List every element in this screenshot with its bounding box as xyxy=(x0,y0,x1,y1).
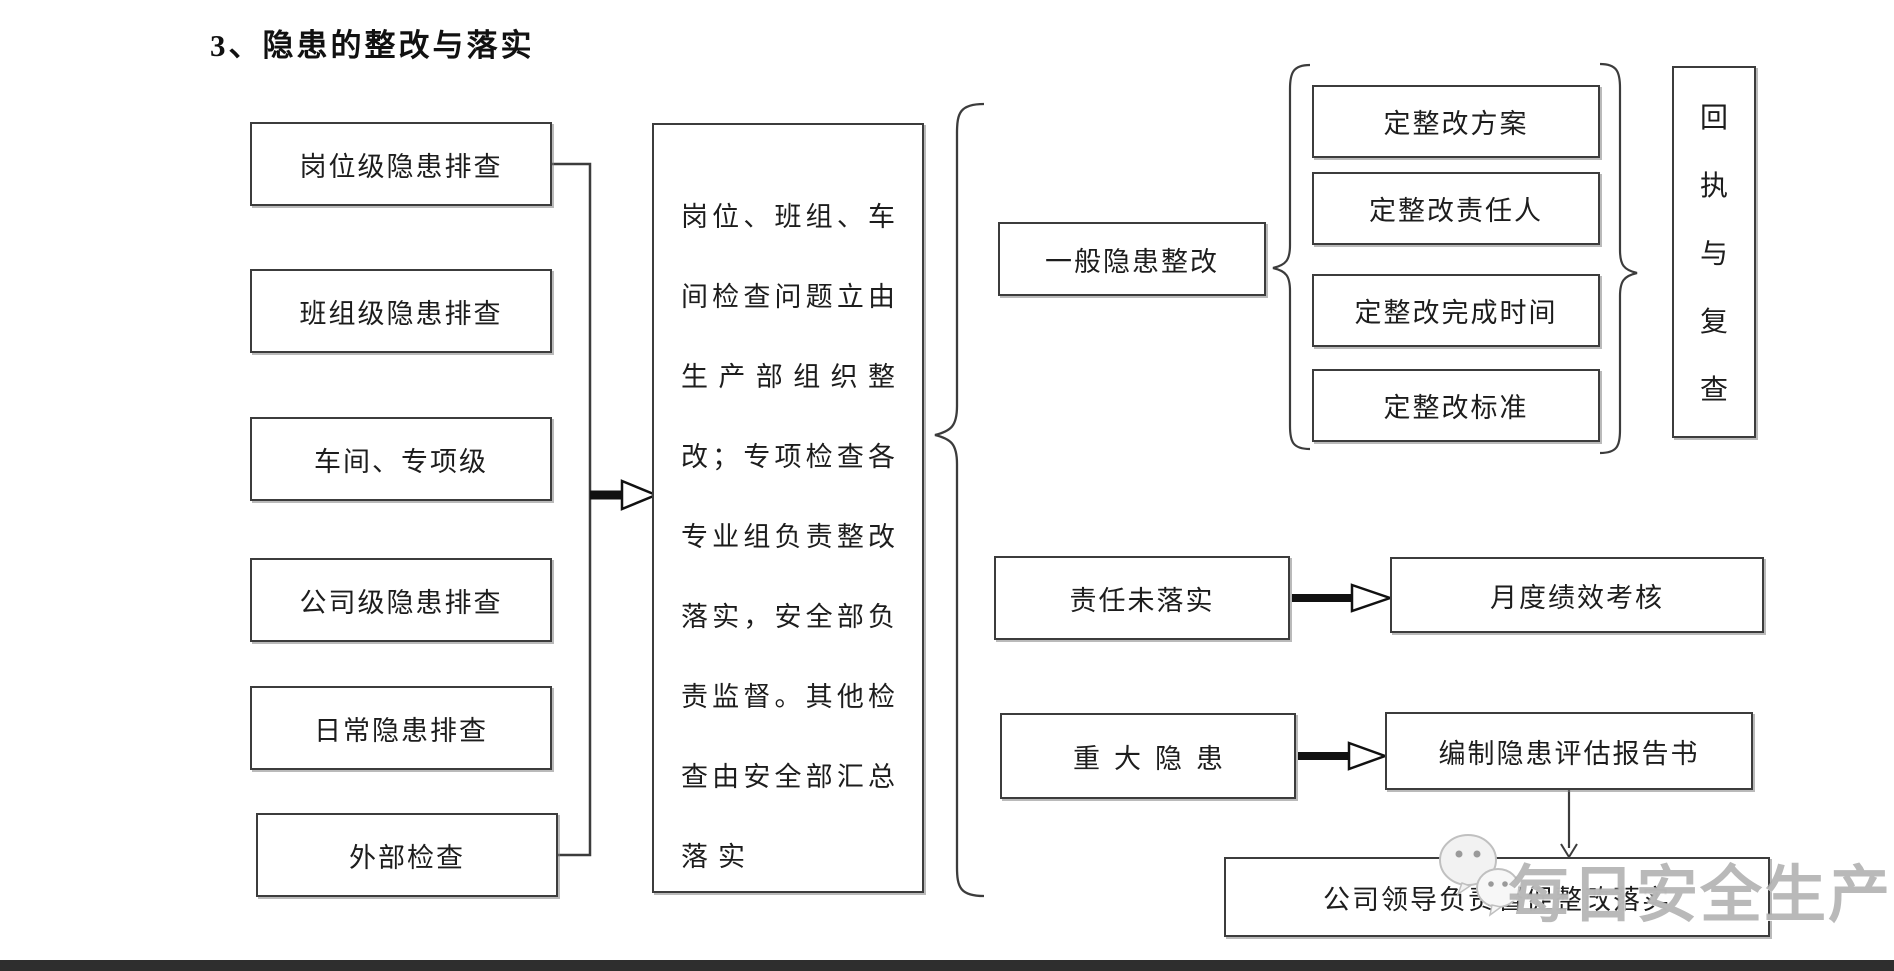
box-hazard-assessment-report-label: 编制隐患评估报告书 xyxy=(1438,738,1700,769)
box-measure-responsible-person: 定整改责任人 xyxy=(1312,172,1600,245)
box-company-level-check-label: 公司级隐患排查 xyxy=(299,587,503,618)
box-hazard-assessment-report: 编制隐患评估报告书 xyxy=(1385,712,1753,790)
bottom-bar xyxy=(0,960,1894,971)
major-arrow-head xyxy=(1347,741,1389,771)
box-general-rectification-label: 一般隐患整改 xyxy=(1045,246,1219,277)
box-measure-completion-time: 定整改完成时间 xyxy=(1312,274,1600,347)
receipt-char: 执 xyxy=(1699,171,1728,202)
box-team-level-check-label: 班组级隐患排查 xyxy=(299,298,503,329)
box-team-level-check: 班组级隐患排查 xyxy=(250,269,552,353)
measures-left-brace xyxy=(1272,63,1311,451)
box-workshop-special-check-label: 车间、专项级 xyxy=(314,446,488,477)
box-measure-responsible-person-label: 定整改责任人 xyxy=(1369,196,1543,226)
box-unfulfilled-responsibility: 责任未落实 xyxy=(994,556,1290,640)
note-line: 改；专项检查各 xyxy=(681,442,895,472)
note-line: 岗位、班组、车 xyxy=(681,202,895,232)
box-major-hazard-label: 重大隐患 xyxy=(1073,743,1237,774)
receipt-char: 复 xyxy=(1699,307,1728,338)
box-center-note: 岗位、班组、车 间检查问题立由 生产部组织整 改；专项检查各 专业组负责整改 落… xyxy=(652,123,924,893)
note-line: 生产部组织整 xyxy=(681,362,895,392)
box-daily-check-label: 日常隐患排查 xyxy=(314,715,488,746)
box-workshop-special-check: 车间、专项级 xyxy=(250,417,552,501)
note-line: 专业组负责整改 xyxy=(681,522,895,552)
note-line: 落实，安全部负 xyxy=(681,602,895,632)
box-daily-check: 日常隐患排查 xyxy=(250,686,552,770)
box-measure-plan-label: 定整改方案 xyxy=(1383,109,1529,139)
receipt-char: 与 xyxy=(1699,239,1728,270)
receipt-char: 回 xyxy=(1699,103,1728,134)
big-brace xyxy=(934,102,985,898)
box-measure-standard: 定整改标准 xyxy=(1312,369,1600,442)
box-monthly-performance-assessment-label: 月度绩效考核 xyxy=(1490,582,1664,613)
receipt-char: 查 xyxy=(1699,375,1728,406)
box-measure-completion-time-label: 定整改完成时间 xyxy=(1354,298,1558,328)
note-line: 查由安全部汇总 xyxy=(681,762,895,792)
box-measure-plan: 定整改方案 xyxy=(1312,85,1600,158)
note-line: 责监督。其他检 xyxy=(681,682,895,712)
box-leadership-implementation-label: 公司领导负责督促整改落实 xyxy=(1323,884,1671,915)
box-general-rectification: 一般隐患整改 xyxy=(998,222,1266,296)
box-external-check: 外部检查 xyxy=(256,813,558,897)
box-post-level-check: 岗位级隐患排查 xyxy=(250,122,552,206)
note-line: 落实 xyxy=(681,842,755,872)
measures-right-brace xyxy=(1599,62,1638,455)
box-measure-standard-label: 定整改标准 xyxy=(1383,393,1529,423)
flowchart-title: 3、隐患的整改与落实 xyxy=(210,28,535,63)
box-leadership-implementation: 公司领导负责督促整改落实 xyxy=(1224,857,1770,937)
main-arrow-head xyxy=(620,479,660,511)
box-external-check-label: 外部检查 xyxy=(349,842,465,873)
note-line: 间检查问题立由 xyxy=(681,282,895,312)
unfulfilled-arrow-head xyxy=(1350,583,1394,613)
box-company-level-check: 公司级隐患排查 xyxy=(250,558,552,642)
box-monthly-performance-assessment: 月度绩效考核 xyxy=(1390,557,1764,633)
box-unfulfilled-responsibility-label: 责任未落实 xyxy=(1069,585,1215,616)
left-column-connector-line xyxy=(552,162,592,857)
box-post-level-check-label: 岗位级隐患排查 xyxy=(299,151,503,182)
box-major-hazard: 重大隐患 xyxy=(1000,713,1296,799)
box-receipt-and-review: 回 执 与 复 查 xyxy=(1672,66,1756,438)
